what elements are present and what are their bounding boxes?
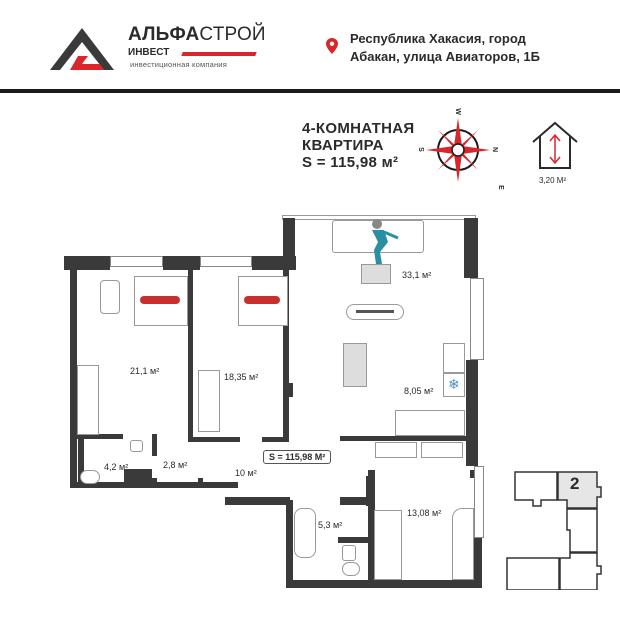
window: [110, 256, 163, 267]
address-line-2: Абакан, улица Авиаторов, 1Б: [350, 49, 540, 64]
location-pin-icon: [326, 38, 338, 54]
dining-table: [343, 343, 367, 387]
area-hallway: 10 м²: [235, 468, 257, 478]
wall: [368, 470, 375, 586]
logo-tagline: инвестиционная компания: [130, 60, 227, 69]
person-icon: [372, 219, 399, 264]
wall: [262, 437, 288, 442]
sink: [130, 440, 143, 452]
toilet: [342, 562, 360, 576]
section-number: 2: [570, 474, 580, 493]
window: [470, 278, 484, 360]
bed: [374, 510, 402, 580]
area-kitchen: 8,05 м²: [404, 386, 434, 396]
snowflake-icon: ❄: [448, 376, 460, 392]
wall: [152, 434, 157, 456]
fridge: [443, 373, 465, 397]
wall: [225, 497, 290, 505]
ceiling-height: 3,20 М²: [539, 176, 567, 185]
wall: [366, 476, 370, 506]
apartment-title: 4-КОМНАТНАЯ КВАРТИРА S = 115,98 м²: [302, 120, 414, 171]
address: Республика Хакасия, город Абакан, улица …: [350, 30, 540, 66]
window: [474, 466, 484, 538]
sink: [342, 545, 356, 561]
address-line-1: Республика Хакасия, город: [350, 31, 526, 46]
ceiling-height-icon: [532, 121, 578, 169]
person-lying-icon: [140, 296, 180, 304]
wall: [78, 434, 84, 482]
kitchen-counter: [395, 410, 465, 436]
wall: [286, 580, 482, 588]
toilet: [80, 470, 100, 484]
wall: [124, 469, 152, 484]
wall: [198, 478, 203, 487]
area-bedroom-1: 21,1 м²: [130, 366, 160, 376]
apartment-type: 4-КОМНАТНАЯ: [302, 120, 415, 137]
logo-mark-icon: [50, 28, 114, 70]
wall: [340, 497, 370, 505]
tv: [356, 310, 394, 313]
wall: [163, 256, 200, 270]
wall: [283, 218, 295, 270]
wall: [464, 218, 478, 278]
wall: [466, 360, 478, 466]
total-area-badge: S = 115,98 М²: [263, 450, 332, 464]
wall: [152, 478, 157, 486]
kitchen-counter-upper: [443, 343, 465, 373]
desk: [452, 508, 474, 580]
apartment-label: КВАРТИРА: [302, 137, 384, 154]
wall: [474, 538, 482, 588]
window: [200, 256, 252, 267]
header-divider: [0, 89, 620, 93]
compass-rose-icon: [426, 118, 490, 182]
radiator: [198, 370, 220, 432]
person-lying-icon: [244, 296, 280, 304]
wall: [70, 266, 77, 488]
area-living-room: 33,1 м²: [402, 270, 432, 280]
wall: [338, 537, 374, 543]
area-bedroom-3: 13,08 м²: [407, 508, 442, 518]
area-bedroom-2: 18,35 м²: [224, 372, 259, 382]
logo: АЛЬФАСТРОЙ ИНВЕСТ инвестиционная компани…: [48, 22, 268, 72]
area-bathroom-2: 5,3 м²: [318, 520, 343, 530]
wardrobe: [100, 280, 120, 314]
area-bathroom-1: 4,2 м²: [104, 462, 129, 472]
logo-sub: ИНВЕСТ: [128, 47, 170, 58]
wall: [190, 437, 240, 442]
wall: [286, 500, 293, 586]
wall: [283, 266, 289, 442]
apartment-area: S = 115,98 м²: [302, 154, 399, 171]
radiator: [421, 442, 463, 458]
coffee-table: [361, 264, 391, 284]
logo-title: АЛЬФАСТРОЙ: [128, 24, 266, 45]
wall: [75, 434, 123, 439]
area-closet: 2,8 м²: [163, 460, 188, 470]
wall: [188, 266, 193, 442]
compass: W S N E: [417, 108, 504, 194]
wall: [340, 436, 468, 441]
desk: [77, 365, 99, 435]
radiator: [375, 442, 417, 458]
wall: [283, 383, 293, 397]
building-section-map: [506, 471, 602, 590]
bathtub: [294, 508, 316, 558]
